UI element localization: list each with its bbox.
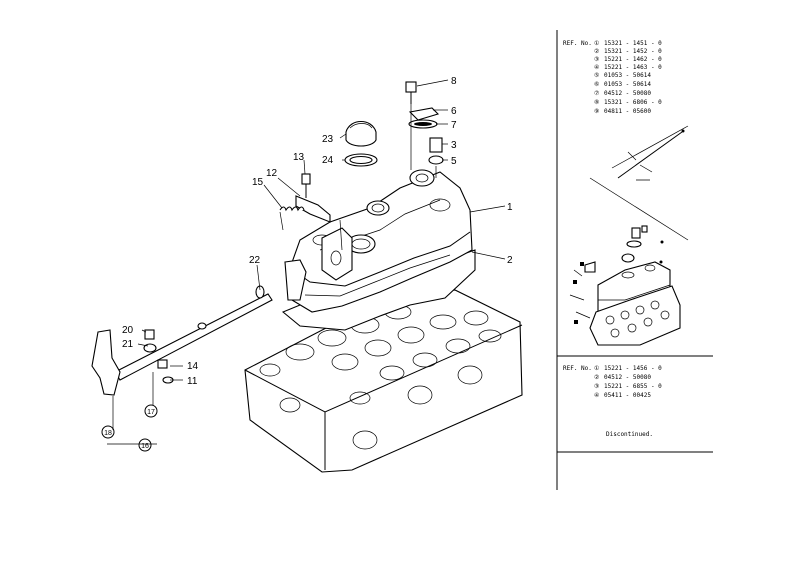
breather-parts: [405, 81, 444, 178]
ref-2-mark-1: ②: [594, 374, 599, 381]
decompression-shaft: [91, 285, 273, 445]
ref-1-mark-7: ⑧: [594, 99, 599, 106]
callout-24: 24: [322, 155, 334, 166]
ref-1-mark-0: ①: [594, 40, 599, 47]
ref-2-part-2: 15221 - 6855 - 0: [604, 383, 662, 390]
ref-1-part-8: 04811 - 05600: [604, 108, 651, 115]
callout-1: 1: [507, 202, 513, 213]
ref-table-1: REF. No. ① 15321 - 1451 - 0 ② 15321 - 14…: [563, 40, 662, 115]
callout-labels: 8 6 7 3 5 23 24 13 12 15 1 2 22 20 21 14…: [101, 76, 513, 452]
ref-1-mark-1: ②: [594, 48, 599, 55]
ref-2-mark-0: ①: [594, 365, 599, 372]
callout-11: 11: [187, 376, 198, 387]
ref-1-mark-8: ⑨: [594, 108, 599, 115]
callout-13: 13: [293, 152, 305, 163]
ref-1-part-1: 15321 - 1452 - 0: [604, 48, 662, 55]
mini-overview-diagram: [569, 125, 689, 346]
bracket-and-spring: [279, 173, 343, 251]
callout-circle-17: [144, 404, 158, 418]
ref-1-part-7: 15321 - 6806 - 0: [604, 99, 662, 106]
callout-6: 6: [451, 106, 457, 117]
callout-21: 21: [122, 339, 134, 350]
discontinued-note: Discontinued.: [606, 431, 653, 438]
oil-filler-cap: [344, 120, 378, 167]
callout-3: 3: [451, 140, 457, 151]
ref-1-mark-3: ④: [594, 64, 599, 71]
ref-2-part-0: 15221 - 1456 - 0: [604, 365, 662, 372]
ref-1-part-0: 15321 - 1451 - 0: [604, 40, 662, 47]
ref-1-mark-5: ⑥: [594, 81, 599, 88]
ref-1-part-2: 15221 - 1462 - 0: [604, 56, 662, 63]
callout-12: 12: [266, 168, 278, 179]
ref-1-mark-2: ③: [594, 56, 599, 63]
callout-7: 7: [451, 120, 457, 131]
callout-23: 23: [322, 134, 334, 145]
leader-lines: [137, 79, 506, 405]
ref-2-part-3: 05411 - 00425: [604, 392, 651, 399]
ref-table-2-header: REF. No.: [563, 365, 592, 372]
ref-1-mark-6: ⑦: [594, 90, 599, 97]
callout-22: 22: [249, 255, 261, 266]
ref-table-1-header: REF. No.: [563, 40, 592, 47]
ref-1-part-4: 01053 - 50614: [604, 72, 651, 79]
ref-2-part-1: 04512 - 50080: [604, 374, 651, 381]
callout-circle-16: [138, 438, 152, 452]
ref-2-mark-2: ③: [594, 383, 599, 390]
callout-17: 17: [147, 409, 155, 416]
callout-16: 16: [141, 443, 149, 450]
callout-5: 5: [451, 156, 457, 167]
callout-18: 18: [104, 430, 112, 437]
reference-panel-frame: [556, 30, 713, 490]
callout-14: 14: [187, 361, 199, 372]
ref-table-2: REF. No. ① 15221 - 1456 - 0 ② 04512 - 50…: [563, 365, 662, 438]
cylinder-head-cover: [284, 169, 473, 313]
callout-circle-18: [101, 425, 115, 439]
cylinder-head-block: [244, 289, 523, 473]
callout-8: 8: [451, 76, 457, 87]
callout-2: 2: [507, 255, 513, 266]
ref-2-mark-3: ④: [594, 392, 599, 399]
callout-15: 15: [252, 177, 264, 188]
callout-20: 20: [122, 325, 134, 336]
ref-1-part-6: 04512 - 50080: [604, 90, 651, 97]
ref-1-part-5: 01053 - 50614: [604, 81, 651, 88]
ref-1-part-3: 15221 - 1463 - 0: [604, 64, 662, 71]
ref-1-mark-4: ⑤: [594, 72, 599, 79]
